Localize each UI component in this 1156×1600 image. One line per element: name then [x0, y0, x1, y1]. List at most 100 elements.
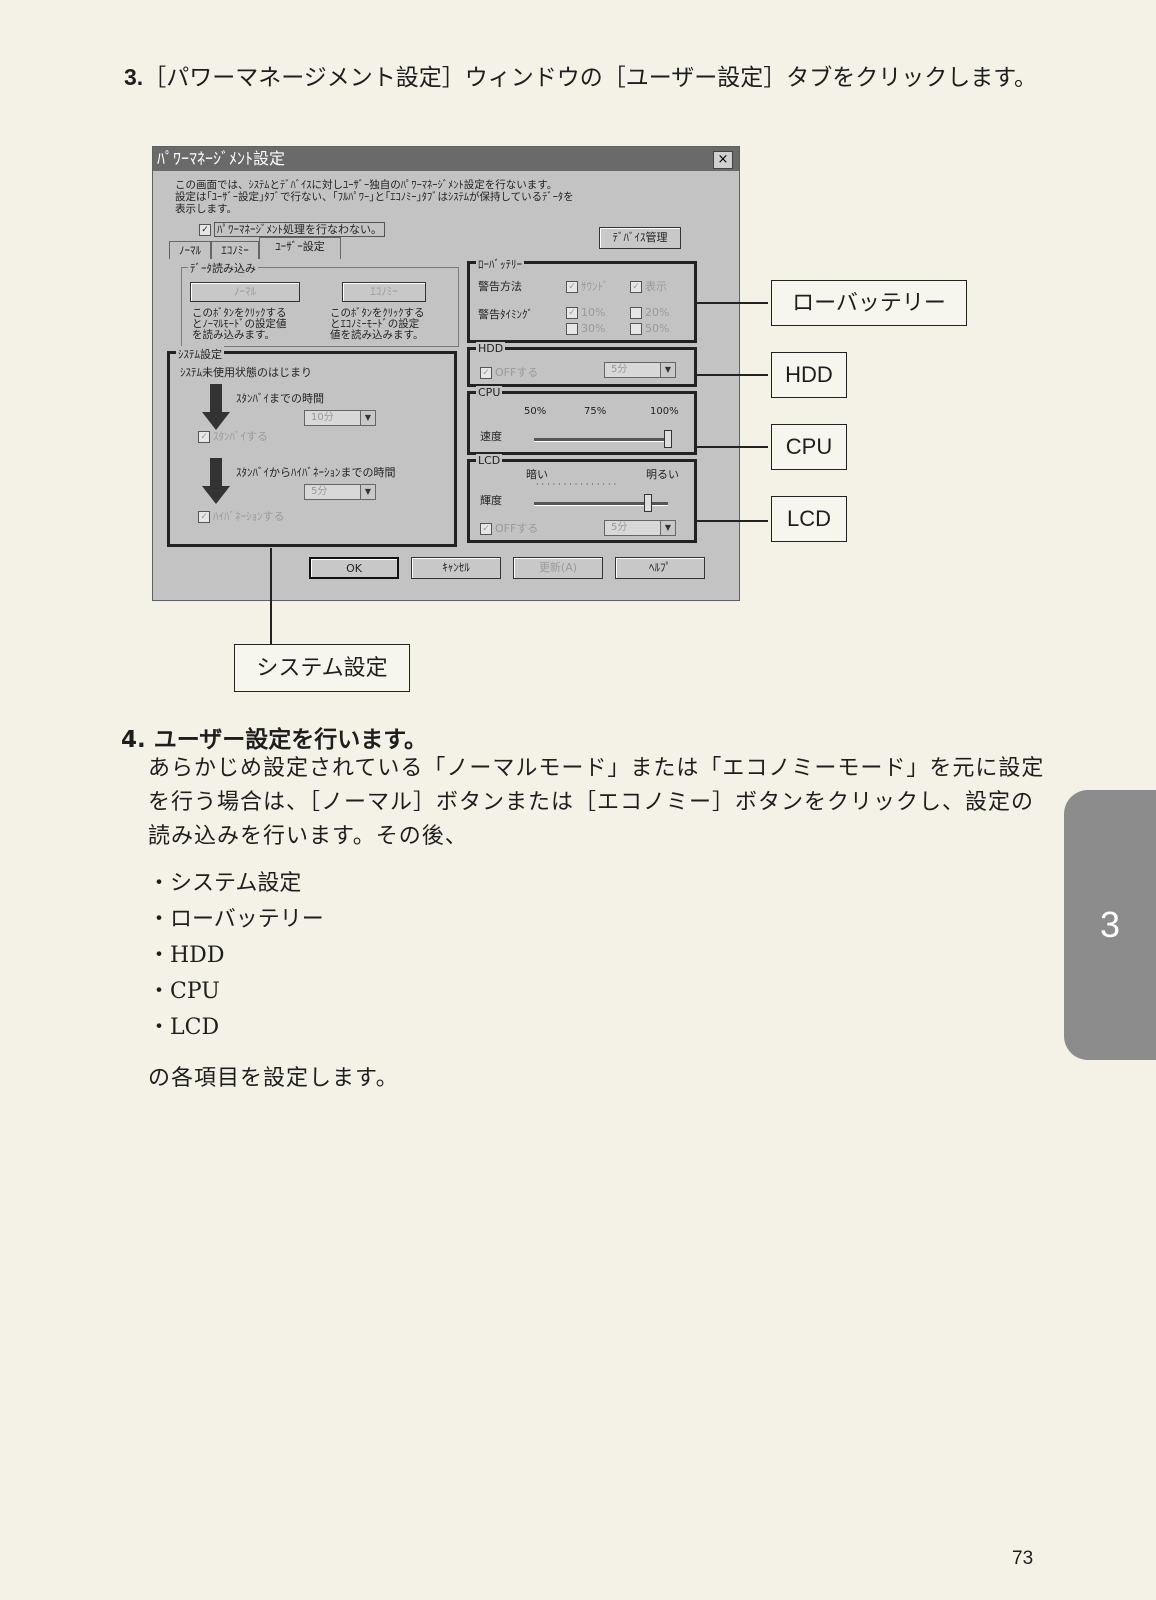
help-button[interactable]: ﾍﾙﾌﾟ: [615, 557, 705, 579]
desc-line: このﾎﾞﾀﾝをｸﾘｯｸする: [330, 307, 425, 319]
display-label: 表示: [645, 280, 667, 293]
chevron-down-icon: ▼: [660, 363, 675, 377]
leader-line: [696, 374, 768, 376]
hibernate-checkbox-row[interactable]: ✓ﾊｲﾊﾞﾈｰｼｮﾝする: [198, 508, 285, 524]
lcd-off-checkbox-row[interactable]: ✓OFFする: [480, 520, 538, 536]
hibernate-value: 5分: [311, 486, 328, 497]
leader-line: [696, 302, 768, 304]
disable-pm-label: ﾊﾟﾜｰﾏﾈｰｼﾞﾒﾝﾄ処理を行なわない。: [214, 222, 385, 237]
step-3-text: ［パワーマネージメント設定］ウィンドウの［ユーザー設定］タブをクリックします。: [143, 65, 1037, 91]
lcd-bright-label: 明るい: [646, 468, 679, 481]
checkbox-checked[interactable]: ✓: [566, 307, 578, 319]
close-icon[interactable]: ×: [713, 151, 733, 169]
checkbox-checked[interactable]: ✓: [198, 511, 210, 523]
p50-label: 50%: [645, 322, 670, 335]
normal-button[interactable]: ﾉｰﾏﾙ: [190, 282, 300, 302]
display-checkbox-row[interactable]: ✓表示: [630, 278, 667, 294]
callout-system-settings: システム設定: [234, 644, 410, 692]
checkbox[interactable]: [630, 323, 642, 335]
checkbox[interactable]: [630, 307, 642, 319]
p30-checkbox-row[interactable]: 30%: [566, 322, 605, 335]
cpu-slider-thumb[interactable]: [664, 430, 672, 448]
cpu-tick-50: 50%: [524, 406, 547, 417]
economy-button[interactable]: ｴｺﾉﾐｰ: [342, 282, 426, 302]
hibernate-time-label: ｽﾀﾝﾊﾞｲからﾊｲﾊﾞﾈｰｼｮﾝまでの時間: [236, 466, 396, 479]
p10-label: 10%: [581, 306, 606, 319]
cpu-slider-track[interactable]: [534, 438, 668, 442]
tab-economy[interactable]: ｴｺﾉﾐｰ: [211, 241, 259, 259]
ok-button[interactable]: OK: [309, 557, 399, 579]
hdd-off-checkbox-row[interactable]: ✓OFFする: [480, 364, 538, 380]
cpu-tick-75: 75%: [584, 406, 607, 417]
group-label: LCD: [476, 454, 503, 467]
p50-checkbox-row[interactable]: 50%: [630, 322, 669, 335]
step-4-intro: あらかじめ設定されている「ノーマルモード」または「エコノミーモード」を元に設定を…: [148, 756, 1045, 849]
sound-checkbox-row[interactable]: ✓ｻｳﾝﾄﾞ: [566, 278, 609, 294]
list-item: ・CPU: [148, 979, 220, 1004]
checkbox-checked[interactable]: ✓: [480, 523, 492, 535]
callout-low-battery: ローバッテリー: [771, 280, 967, 326]
normal-description: このﾎﾞﾀﾝをｸﾘｯｸする とﾉｰﾏﾙﾓｰﾄﾞの設定値 を読み込みます。: [192, 308, 287, 341]
checkbox-checked[interactable]: ✓: [199, 224, 211, 236]
economy-description: このﾎﾞﾀﾝをｸﾘｯｸする とｴｺﾉﾐｰﾓｰﾄﾞの設定 値を読み込みます。: [330, 308, 425, 341]
hdd-time-select[interactable]: 5分 ▼: [604, 362, 676, 378]
power-management-dialog: ﾊﾟﾜｰﾏﾈｰｼﾞﾒﾝﾄ設定 × この画面では、ｼｽﾃﾑとﾃﾞﾊﾞｲｽに対しﾕｰ…: [152, 146, 740, 601]
desc-line: とﾉｰﾏﾙﾓｰﾄﾞの設定値: [192, 318, 287, 330]
cancel-button[interactable]: ｷｬﾝｾﾙ: [411, 557, 501, 579]
lcd-slider-track[interactable]: [534, 502, 668, 506]
list-item: ・システム設定: [148, 871, 302, 896]
apply-button[interactable]: 更新(A): [513, 557, 603, 579]
arrow-down-icon: [210, 384, 222, 414]
lcd-slider-thumb[interactable]: [643, 494, 652, 512]
p10-checkbox-row[interactable]: ✓10%: [566, 306, 605, 319]
arrow-down-icon: [202, 486, 230, 504]
step-3-instruction: 3.［パワーマネージメント設定］ウィンドウの［ユーザー設定］タブをクリックします…: [124, 60, 1054, 95]
checkbox-checked[interactable]: ✓: [480, 367, 492, 379]
standby-time-select[interactable]: 10分 ▼: [304, 410, 376, 426]
step-number: 3.: [124, 64, 144, 90]
step-4-outro: の各項目を設定します。: [148, 1066, 399, 1091]
disable-pm-row[interactable]: ✓ﾊﾟﾜｰﾏﾈｰｼﾞﾒﾝﾄ処理を行なわない。: [199, 221, 385, 237]
chevron-down-icon: ▼: [360, 411, 375, 425]
lcd-brightness-label: 輝度: [480, 494, 502, 507]
callout-cpu: CPU: [771, 424, 847, 470]
standby-checkbox-label: ｽﾀﾝﾊﾞｲする: [213, 430, 268, 443]
system-settings-group: ｼｽﾃﾑ設定 ｼｽﾃﾑ未使用状態のはじまり ｽﾀﾝﾊﾞｲまでの時間 10分▼ ✓…: [167, 346, 457, 547]
tab-normal[interactable]: ﾉｰﾏﾙ: [169, 241, 211, 259]
hdd-value: 5分: [611, 364, 628, 375]
tab-user-settings[interactable]: ﾕｰｻﾞｰ設定: [259, 237, 341, 259]
standby-checkbox-row[interactable]: ✓ｽﾀﾝﾊﾞｲする: [198, 428, 268, 444]
checkbox-checked[interactable]: ✓: [566, 281, 578, 293]
standby-value: 10分: [311, 412, 334, 423]
sound-label: ｻｳﾝﾄﾞ: [581, 280, 609, 293]
low-battery-group: ﾛｰﾊﾞｯﾃﾘｰ 警告方法 ✓ｻｳﾝﾄﾞ ✓表示 警告ﾀｲﾐﾝｸﾞ ✓10% 2…: [467, 256, 697, 343]
cpu-speed-label: 速度: [480, 430, 502, 443]
system-start-text: ｼｽﾃﾑ未使用状態のはじまり: [180, 366, 312, 379]
group-label: ﾛｰﾊﾞｯﾃﾘｰ: [476, 256, 524, 272]
p20-label: 20%: [645, 306, 670, 319]
cpu-tick-100: 100%: [650, 406, 679, 417]
checkbox[interactable]: [566, 323, 578, 335]
lcd-value: 5分: [611, 522, 628, 533]
desc-line: を読み込みます。: [192, 329, 275, 341]
hibernate-time-select[interactable]: 5分 ▼: [304, 484, 376, 500]
chevron-down-icon: ▼: [360, 485, 375, 499]
dialog-description: この画面では、ｼｽﾃﾑとﾃﾞﾊﾞｲｽに対しﾕｰｻﾞｰ独自のﾊﾟﾜｰﾏﾈｰｼﾞﾒﾝ…: [175, 179, 574, 215]
arrow-down-icon: [210, 458, 222, 488]
device-manager-button[interactable]: ﾃﾞﾊﾞｲｽ管理: [599, 227, 681, 249]
arrow-down-icon: [202, 412, 230, 430]
list-item: ・ローバッテリー: [148, 907, 324, 932]
data-load-group: ﾃﾞｰﾀ読み込み ﾉｰﾏﾙ ｴｺﾉﾐｰ このﾎﾞﾀﾝをｸﾘｯｸする とﾉｰﾏﾙﾓ…: [181, 260, 459, 347]
desc-line: 値を読み込みます。: [330, 329, 424, 341]
checkbox-checked[interactable]: ✓: [198, 431, 210, 443]
list-item: ・LCD: [148, 1015, 220, 1040]
checkbox-checked[interactable]: ✓: [630, 281, 642, 293]
leader-line: [696, 446, 768, 448]
lcd-time-select[interactable]: 5分 ▼: [604, 520, 676, 536]
p20-checkbox-row[interactable]: 20%: [630, 306, 669, 319]
description-line: この画面では、ｼｽﾃﾑとﾃﾞﾊﾞｲｽに対しﾕｰｻﾞｰ独自のﾊﾟﾜｰﾏﾈｰｼﾞﾒﾝ…: [175, 179, 558, 191]
chevron-down-icon: ▼: [660, 521, 675, 535]
settings-item-list: ・システム設定 ・ローバッテリー ・HDD ・CPU ・LCD: [148, 866, 324, 1046]
p30-label: 30%: [581, 322, 606, 335]
group-label: CPU: [476, 386, 503, 399]
